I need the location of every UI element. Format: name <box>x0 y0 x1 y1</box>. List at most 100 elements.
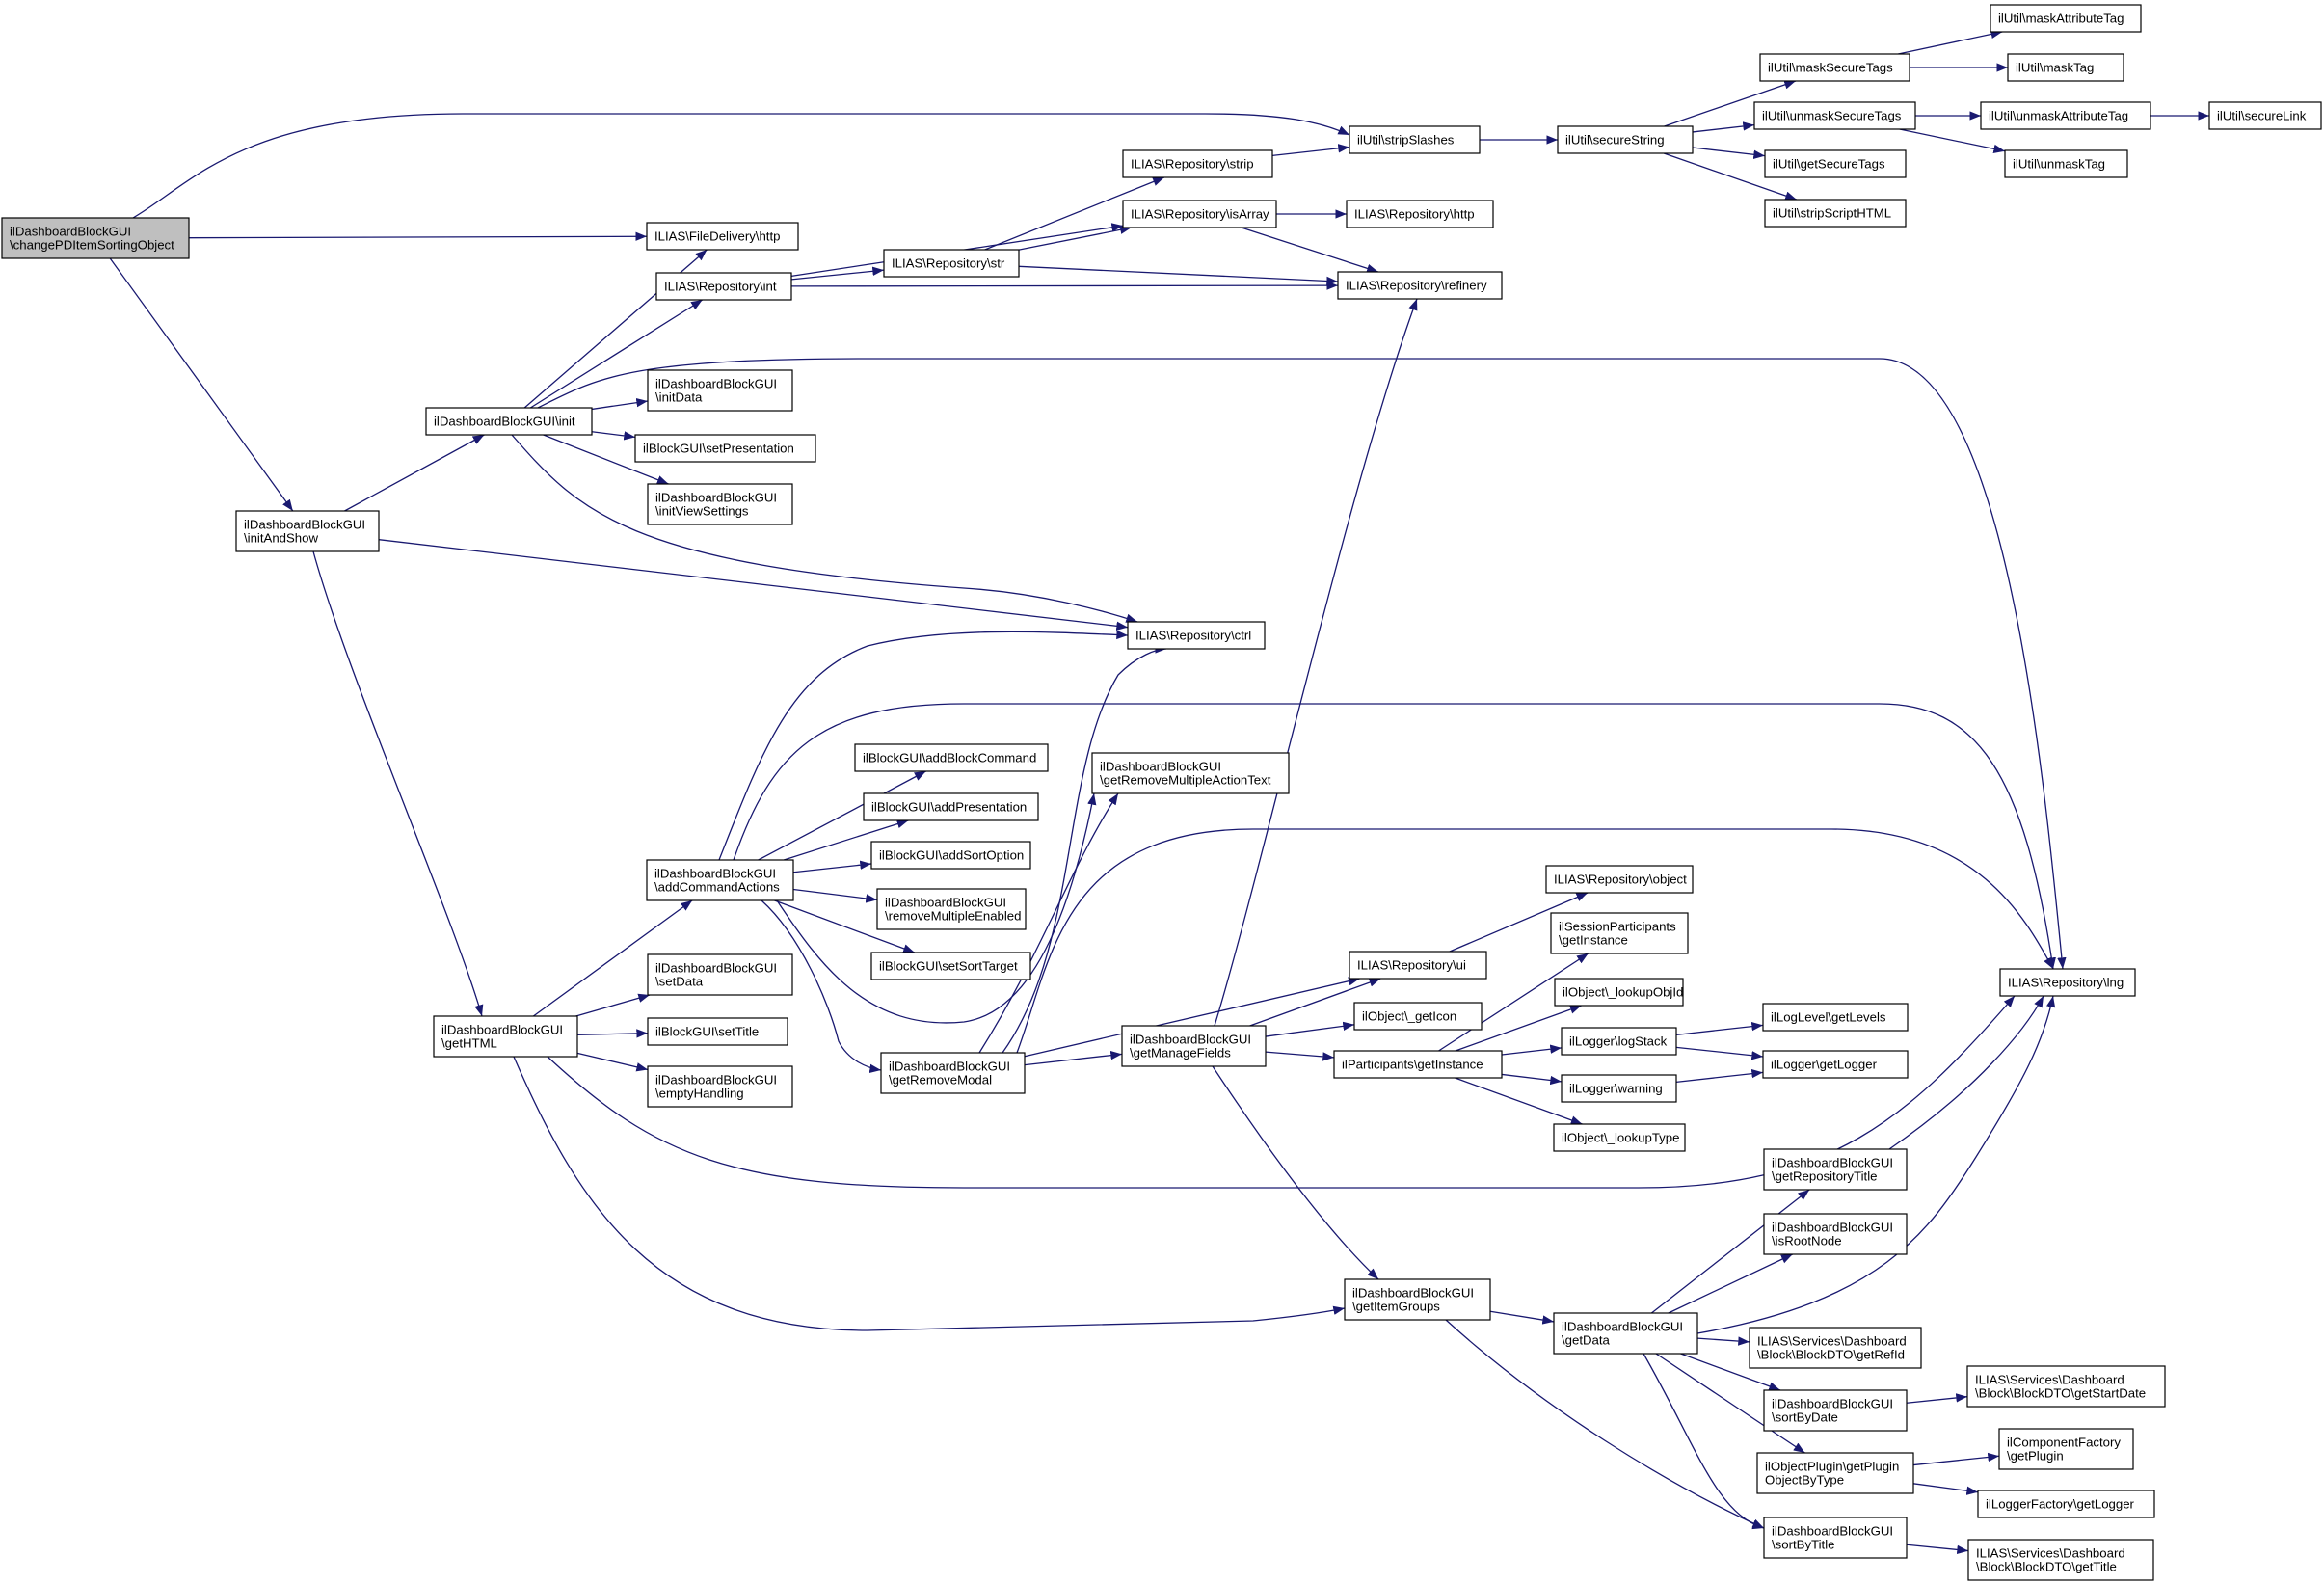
edge-secureString-to-stripScriptHTML <box>1663 152 1798 201</box>
node-sortByDate[interactable]: ilDashboardBlockGUI\sortByDate <box>1763 1389 1908 1432</box>
node-getIcon[interactable]: ilObject\_getIcon <box>1353 1002 1483 1031</box>
node-unmaskAttributeTag[interactable]: ilUtil\unmaskAttributeTag <box>1980 101 2151 130</box>
node-addPresentation[interactable]: ilBlockGUI\addPresentation <box>863 792 1039 821</box>
node-secureLink[interactable]: ilUtil\secureLink <box>2208 101 2322 130</box>
node-label: \getPlugin <box>2007 1449 2064 1463</box>
node-isRootNode[interactable]: ilDashboardBlockGUI\isRootNode <box>1763 1213 1908 1255</box>
node-rstr[interactable]: ILIAS\Repository\str <box>883 249 1020 278</box>
node-addBlockCommand[interactable]: ilBlockGUI\addBlockCommand <box>854 743 1049 772</box>
node-box <box>1554 978 1684 1007</box>
edge-initAndShow-to-getHTML <box>312 550 484 1017</box>
node-rint[interactable]: ILIAS\Repository\int <box>655 272 792 301</box>
node-fdhttp[interactable]: ILIAS\FileDelivery\http <box>646 222 799 251</box>
node-setData[interactable]: ilDashboardBlockGUI\setData <box>647 953 793 996</box>
node-maskTag[interactable]: ilUtil\maskTag <box>2007 53 2124 82</box>
edge-getManageFields-to-getItemGroups <box>1212 1065 1379 1280</box>
node-lfGetLogger[interactable]: ilLoggerFactory\getLogger <box>1977 1490 2155 1518</box>
node-unmaskTag[interactable]: ilUtil\unmaskTag <box>2004 149 2128 178</box>
node-box <box>1344 1278 1491 1321</box>
node-stripSlashes[interactable]: ilUtil\stripSlashes <box>1349 125 1481 154</box>
node-label: \getRemoveMultipleActionText <box>1100 773 1271 788</box>
node-getStartDate[interactable]: ILIAS\Services\Dashboard\Block\BlockDTO\… <box>1966 1365 2166 1408</box>
node-rctrl[interactable]: ILIAS\Repository\ctrl <box>1127 621 1266 650</box>
node-root[interactable]: ilDashboardBlockGUI\changePDItemSortingO… <box>1 217 190 259</box>
node-label: \Block\BlockDTO\getRefId <box>1757 1348 1905 1362</box>
node-secureString[interactable]: ilUtil\secureString <box>1557 125 1694 154</box>
node-rstrip[interactable]: ILIAS\Repository\strip <box>1122 149 1273 178</box>
node-getHTML[interactable]: ilDashboardBlockGUI\getHTML <box>433 1015 578 1058</box>
edge-getPluginObjectByType-to-compGetPlugin <box>1912 1452 2000 1466</box>
node-stripScriptHTML[interactable]: ilUtil\stripScriptHTML <box>1764 199 1907 228</box>
node-box <box>1763 1517 1908 1559</box>
node-setTitle[interactable]: ilBlockGUI\setTitle <box>647 1017 788 1046</box>
node-setPresentation[interactable]: ilBlockGUI\setPresentation <box>634 434 816 463</box>
node-box <box>1545 865 1694 894</box>
node-risArray[interactable]: ILIAS\Repository\isArray <box>1122 200 1277 228</box>
node-emptyHandling[interactable]: ilDashboardBlockGUI\emptyHandling <box>647 1065 793 1108</box>
node-maskSecureTags[interactable]: ilUtil\maskSecureTags <box>1759 53 1910 82</box>
edge-getHTML-to-addCommandActions <box>532 899 693 1017</box>
node-label: ilBlockGUI\setPresentation <box>643 442 794 456</box>
node-getLogger[interactable]: ilLogger\getLogger <box>1762 1050 1909 1079</box>
node-sortByTitle[interactable]: ilDashboardBlockGUI\sortByTitle <box>1763 1517 1908 1559</box>
edges-layer <box>109 29 2209 1555</box>
edge-getManageFields-to-partGetInstance <box>1265 1051 1335 1061</box>
node-setSortTarget[interactable]: ilBlockGUI\setSortTarget <box>870 952 1031 980</box>
node-label: ILIAS\Services\Dashboard <box>1757 1334 1907 1349</box>
node-init[interactable]: ilDashboardBlockGUI\init <box>425 407 593 436</box>
node-rrefinery[interactable]: ILIAS\Repository\refinery <box>1337 271 1503 300</box>
edge-partGetInstance-to-lookupObjId <box>1455 1005 1582 1052</box>
node-label: \Block\BlockDTO\getStartDate <box>1975 1386 2146 1401</box>
node-unmaskSecureTags[interactable]: ilUtil\unmaskSecureTags <box>1753 101 1916 130</box>
node-initViewSettings[interactable]: ilDashboardBlockGUI\initViewSettings <box>647 483 793 525</box>
node-compGetPlugin[interactable]: ilComponentFactory\getPlugin <box>1998 1428 2134 1470</box>
node-getManageFields[interactable]: ilDashboardBlockGUI\getManageFields <box>1121 1025 1267 1067</box>
node-label: ilObjectPlugin\getPlugin <box>1765 1460 1899 1474</box>
node-getRemoveMultipleActionText[interactable]: ilDashboardBlockGUI\getRemoveMultipleAct… <box>1091 752 1290 794</box>
node-label: ilBlockGUI\addSortOption <box>879 848 1024 863</box>
node-label: ilUtil\unmaskAttributeTag <box>1989 109 2128 123</box>
node-getRepositoryTitle[interactable]: ilDashboardBlockGUI\getRepositoryTitle <box>1763 1148 1908 1191</box>
node-label: ILIAS\Repository\ctrl <box>1135 629 1251 643</box>
edge-getRepositoryTitle-to-rlng <box>1888 995 2044 1150</box>
node-maskAttributeTag[interactable]: ilUtil\maskAttributeTag <box>1990 4 2142 33</box>
node-addSortOption[interactable]: ilBlockGUI\addSortOption <box>870 841 1031 870</box>
node-initData[interactable]: ilDashboardBlockGUI\initData <box>647 369 793 412</box>
node-getData[interactable]: ilDashboardBlockGUI\getData <box>1553 1312 1698 1355</box>
node-removeMultipleEnabled[interactable]: ilDashboardBlockGUI\removeMultipleEnable… <box>876 888 1027 930</box>
node-getLevels[interactable]: ilLogLevel\getLevels <box>1762 1003 1909 1032</box>
node-getRemoveModal[interactable]: ilDashboardBlockGUI\getRemoveModal <box>880 1052 1026 1094</box>
edge-secureString-to-getSecureTags <box>1692 147 1766 159</box>
node-rui[interactable]: ILIAS\Repository\ui <box>1349 951 1487 980</box>
node-rhttp[interactable]: ILIAS\Repository\http <box>1346 200 1494 228</box>
edge-logStack-to-getLevels <box>1675 1021 1764 1036</box>
node-label: ilObject\_getIcon <box>1362 1009 1456 1024</box>
node-lookupObjId[interactable]: ilObject\_lookupObjId <box>1554 978 1684 1007</box>
node-box <box>1762 1050 1909 1079</box>
node-partGetInstance[interactable]: ilParticipants\getInstance <box>1333 1050 1503 1079</box>
edge-getHTML-to-rlng <box>547 995 2016 1189</box>
node-addCommandActions[interactable]: ilDashboardBlockGUI\addCommandActions <box>646 859 794 901</box>
node-lookupType[interactable]: ilObject\_lookupType <box>1553 1123 1686 1152</box>
node-label: ilDashboardBlockGUI <box>10 225 131 239</box>
node-box <box>1980 101 2151 130</box>
edge-maskSecureTags-to-maskAttributeTag <box>1898 29 2003 55</box>
node-logStack[interactable]: ilLogger\logStack <box>1561 1027 1677 1056</box>
node-sessGetInstance[interactable]: ilSessionParticipants\getInstance <box>1550 912 1689 954</box>
node-warning[interactable]: ilLogger\warning <box>1561 1074 1677 1103</box>
node-getItemGroups[interactable]: ilDashboardBlockGUI\getItemGroups <box>1344 1278 1491 1321</box>
node-box <box>1967 1539 2154 1581</box>
node-label: ilObject\_lookupObjId <box>1563 985 1683 1000</box>
node-robject[interactable]: ILIAS\Repository\object <box>1545 865 1694 894</box>
node-getRefId[interactable]: ILIAS\Services\Dashboard\Block\BlockDTO\… <box>1749 1327 1922 1369</box>
node-getSecureTags[interactable]: ilUtil\getSecureTags <box>1764 149 1907 178</box>
node-rlng[interactable]: ILIAS\Repository\lng <box>1999 968 2136 997</box>
node-getTitle[interactable]: ILIAS\Services\Dashboard\Block\BlockDTO\… <box>1967 1539 2154 1581</box>
edge-getData-to-isRootNode <box>1668 1253 1793 1314</box>
edge-getData-to-getRefId <box>1696 1336 1750 1346</box>
edge-partGetInstance-to-warning <box>1501 1073 1563 1086</box>
node-initAndShow[interactable]: ilDashboardBlockGUI\initAndShow <box>235 510 380 552</box>
node-label: \getItemGroups <box>1352 1300 1440 1314</box>
node-box <box>235 510 380 552</box>
